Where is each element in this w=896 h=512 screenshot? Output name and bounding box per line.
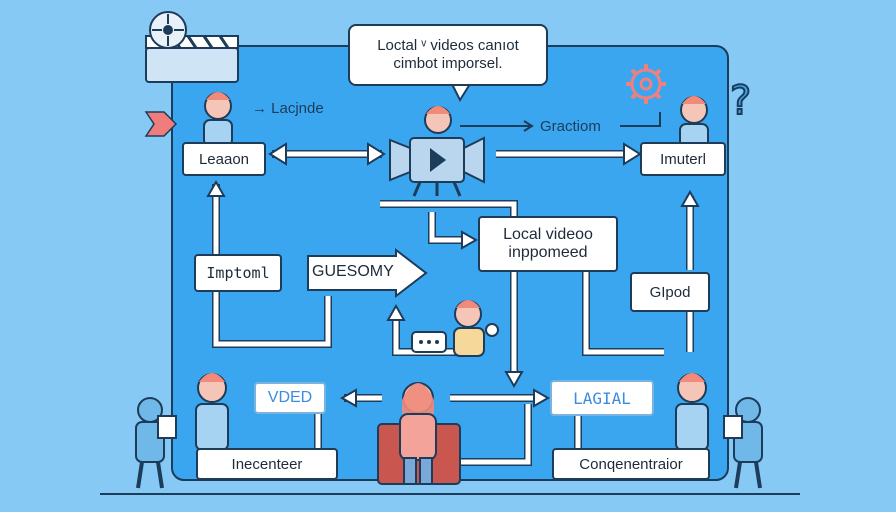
person-seated-center (377, 382, 461, 485)
box-conqenentraior: Conqenentraior (552, 448, 710, 480)
gear-icon (626, 64, 666, 104)
box-imptoml: Imptoml (194, 254, 282, 292)
guesomy-arrow (307, 248, 428, 298)
local-video-line2: inppomeed (508, 244, 588, 261)
box-gipod: GIpod (630, 272, 710, 312)
person-middle (453, 300, 499, 357)
person-bottom-left (195, 373, 229, 451)
chat-bubble-icon (411, 331, 447, 353)
label-lacjnde: → Lacjnde (252, 100, 324, 117)
film-clapper-icon (145, 11, 239, 83)
question-mark-icon: ? (730, 78, 751, 124)
box-local-video: Local videoo inppomeed (478, 216, 618, 272)
local-video-line1: Local videoo (503, 226, 593, 243)
red-flag-arrow-icon (144, 111, 178, 137)
label-gractiom: Gractiom (540, 118, 601, 135)
person-bottom-right (675, 373, 709, 451)
box-imuterl: Imuterl (640, 142, 726, 176)
box-lagial: LAGIAL (550, 380, 654, 416)
label-guesomy: GUESOMY (312, 263, 394, 280)
camera-play-icon (389, 136, 485, 197)
person-top-left (203, 92, 233, 147)
robot-right (723, 397, 763, 489)
speech-bubble: Loctal ᵛ videos canıot cimbot imporsel. (348, 24, 548, 86)
box-inecenteer: Inecenteer (196, 448, 338, 480)
box-leaaon: Leaaon (182, 142, 266, 176)
speech-bubble-line1: Loctal ᵛ videos canıot (377, 37, 519, 54)
robot-left (135, 397, 177, 489)
box-vded: VDED (254, 382, 326, 414)
person-top-center (424, 106, 452, 134)
speech-bubble-line2: cimbot imporsel. (393, 55, 503, 72)
